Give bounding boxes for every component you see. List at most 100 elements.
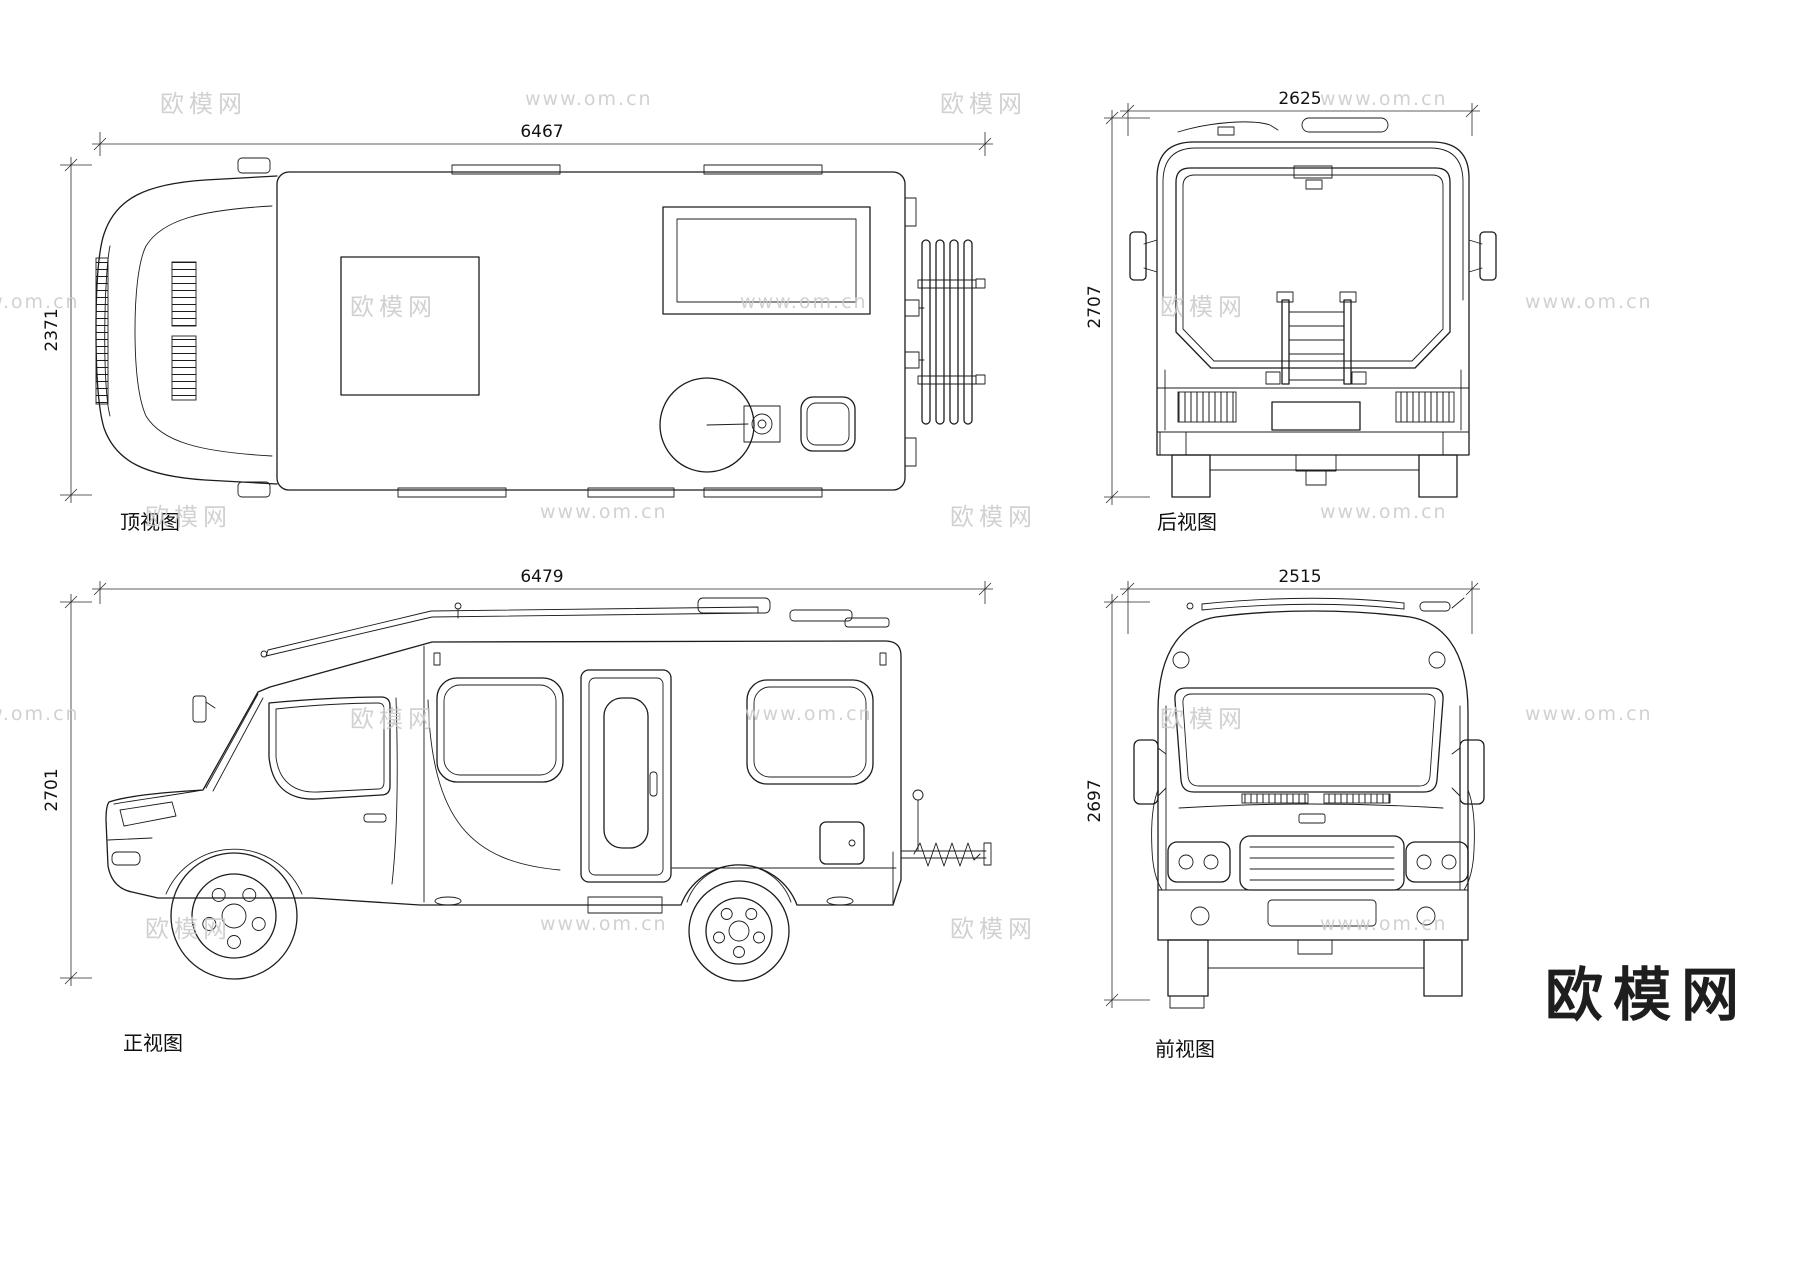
front-mirror-left — [1133, 739, 1167, 805]
dim-side-width: 6479 — [92, 567, 993, 604]
side-window-2-inner — [753, 686, 867, 778]
side-mirror — [192, 695, 207, 723]
top-roof-rail — [703, 487, 823, 498]
top-cab-outline — [95, 175, 278, 485]
side-rear-wheel-arch — [686, 864, 792, 903]
top-vent-right — [171, 335, 197, 401]
front-step-box — [1167, 939, 1209, 997]
top-roof-rail — [703, 164, 823, 175]
side-service-hatch-lock — [848, 839, 856, 847]
front-antenna — [1451, 597, 1465, 609]
front-roof-knob — [1186, 602, 1194, 610]
top-front-grille — [95, 257, 109, 405]
rear-wheel-left — [1171, 454, 1211, 498]
rear-taillight-right — [1395, 391, 1455, 423]
rear-mirror-left — [1129, 231, 1158, 281]
front-mirror-right — [1451, 739, 1485, 805]
rear-wheel-right — [1418, 454, 1458, 498]
front-wiper-left — [1241, 793, 1309, 804]
side-windshield — [205, 693, 259, 789]
rear-bumper-corner-left — [1159, 431, 1187, 456]
dim-rear-width: 2625 — [1120, 89, 1480, 136]
side-awning-endcap — [260, 650, 268, 658]
top-satellite-dish — [659, 377, 755, 473]
rear-panel-inner — [1182, 174, 1444, 362]
side-skirt-light — [826, 896, 854, 906]
top-body — [276, 171, 906, 491]
rear-antenna — [1177, 121, 1279, 133]
top-view-label: 顶视图 — [120, 510, 180, 534]
front-bumper-intake — [1267, 899, 1377, 927]
rear-taillight-left — [1177, 391, 1237, 423]
rear-mirror-right — [1468, 231, 1497, 281]
top-windshield-line — [134, 205, 273, 457]
side-roof-ac-unit — [697, 597, 771, 614]
dim-top-width-value: 6467 — [520, 122, 563, 142]
side-window-1-inner — [443, 684, 557, 776]
dim-side-height-value: 2701 — [42, 768, 62, 811]
dim-side-height: 2701 — [42, 594, 92, 986]
front-wheel-block — [1423, 939, 1463, 997]
side-roof-antenna — [454, 602, 462, 610]
front-roof-rail-inner — [1201, 597, 1405, 605]
front-wiper-right — [1323, 793, 1391, 804]
top-satellite-hub — [751, 413, 773, 435]
front-fender-right — [1463, 789, 1475, 891]
rear-body — [1156, 141, 1470, 456]
top-roof-vent-inner — [806, 402, 850, 446]
side-front-wheel — [170, 852, 298, 980]
front-hitch-plate — [1297, 939, 1333, 955]
rear-view — [1129, 117, 1497, 498]
top-vent-left — [171, 261, 197, 327]
side-body-seam-curve — [427, 699, 561, 871]
front-roof-box — [1419, 601, 1451, 612]
side-cab-door-handle — [363, 813, 387, 823]
front-fog-light-right — [1416, 906, 1436, 926]
top-satellite-mount — [743, 405, 781, 443]
front-headlight-right — [1405, 841, 1469, 883]
top-skylight — [340, 256, 480, 396]
top-roof-rail — [397, 487, 507, 498]
side-fog-light — [111, 851, 141, 866]
front-emblem — [1298, 813, 1326, 824]
side-windshield-inner — [212, 697, 264, 792]
front-fog-light-left — [1190, 906, 1210, 926]
dim-rear-height: 2707 — [1085, 110, 1150, 505]
rear-body-inner — [1162, 147, 1464, 301]
dim-front-width-value: 2515 — [1278, 567, 1321, 587]
dim-top-height-value: 2371 — [42, 308, 62, 351]
top-mirror-right — [237, 481, 271, 498]
rear-hitch-lower — [1305, 470, 1327, 486]
front-marker-light-left — [1172, 651, 1190, 669]
side-marker-rear — [879, 652, 887, 666]
rear-antenna-mount-small — [1305, 179, 1323, 190]
front-marker-light-right — [1428, 651, 1446, 669]
side-tow-bar — [900, 789, 992, 867]
dim-front-height: 2697 — [1085, 594, 1150, 1008]
rear-antenna-base — [1217, 126, 1235, 136]
side-skirt-light — [434, 896, 462, 906]
side-view-label: 正视图 — [123, 1031, 183, 1055]
side-cab-window — [268, 696, 391, 800]
front-view — [1133, 597, 1485, 1009]
side-window-1 — [436, 677, 564, 783]
side-rear-wheel — [688, 880, 790, 982]
rear-hitch — [1295, 454, 1337, 472]
rear-roof-box — [1301, 117, 1389, 133]
top-roof-vent — [800, 396, 856, 452]
side-roof-vent — [789, 609, 853, 622]
top-rear-rack — [904, 239, 986, 425]
side-bumper-line — [107, 837, 153, 841]
rear-view-label: 后视图 — [1157, 510, 1217, 534]
side-cab-window-inner — [275, 702, 385, 793]
front-headlight-left — [1167, 841, 1231, 883]
top-solar-panel — [662, 206, 871, 315]
front-body-outline — [1157, 610, 1469, 941]
front-roof-rail — [1201, 603, 1405, 611]
front-view-label: 前视图 — [1155, 1037, 1215, 1061]
dim-side-width-value: 6479 — [520, 567, 563, 587]
side-headlight — [119, 801, 177, 827]
dim-top-height: 2371 — [42, 157, 92, 503]
rear-ladder — [1265, 291, 1367, 385]
